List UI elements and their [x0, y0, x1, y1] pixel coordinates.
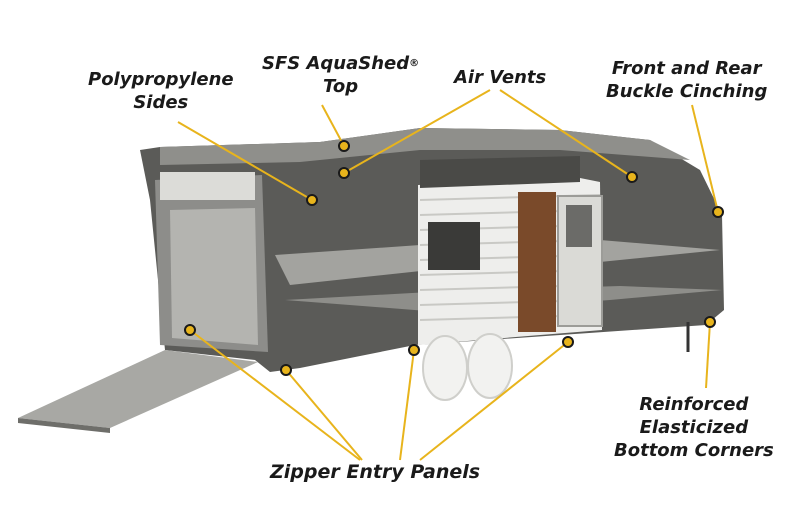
loading-ramp [18, 350, 258, 428]
label-zipper-entry-panels: Zipper Entry Panels [270, 461, 480, 484]
line-vents-b [499, 89, 633, 178]
ramp-edge [18, 418, 110, 433]
label-buckle-line1: Front and Rear [611, 58, 762, 79]
wheel-cover-2 [467, 333, 513, 399]
label-aquashed-line1: SFS AquaShed® [262, 53, 420, 74]
rolled-panel [420, 156, 580, 188]
label-zipper-text: Zipper Entry Panels [270, 461, 481, 483]
label-polypropylene-line1: Polypropylene [88, 69, 234, 90]
line-zipper-d [419, 341, 569, 461]
cover-top-panel [160, 128, 690, 165]
line-sides [177, 121, 313, 201]
rear-door-interior [170, 208, 258, 345]
label-bottom-corners: Reinforced Elasticized Bottom Corners [614, 393, 774, 462]
label-aquashed-line2: Top [322, 76, 359, 97]
label-buckle-cinching: Front and Rear Buckle Cinching [606, 57, 767, 103]
label-buckle-line2: Buckle Cinching [606, 81, 768, 102]
label-corners-line1: Reinforced [639, 394, 749, 415]
line-zipper-b [285, 369, 363, 461]
wheel-cover-1 [422, 335, 468, 401]
line-top [321, 104, 345, 147]
callout-lines [177, 89, 719, 461]
label-polypropylene-sides: Polypropylene Sides [88, 68, 234, 114]
screen-door-window [566, 205, 592, 247]
label-air-vents: Air Vents [454, 66, 546, 89]
rear-door-flap [160, 172, 255, 200]
label-corners-line2: Elasticized [639, 417, 749, 438]
line-zipper-c [399, 349, 415, 461]
label-corners-line3: Bottom Corners [614, 440, 774, 461]
trailer-window [428, 222, 480, 270]
line-buckle [691, 104, 719, 213]
line-vents-a [343, 89, 491, 174]
label-aquashed-top: SFS AquaShed® Top [262, 52, 419, 98]
line-corners [705, 321, 711, 389]
label-polypropylene-line2: Sides [133, 92, 189, 113]
callout-dots [184, 140, 724, 376]
registered-mark: ® [409, 58, 420, 69]
line-zipper-a [189, 329, 361, 461]
trailer-entry-door [518, 192, 556, 332]
label-air-vents-text: Air Vents [454, 67, 547, 88]
